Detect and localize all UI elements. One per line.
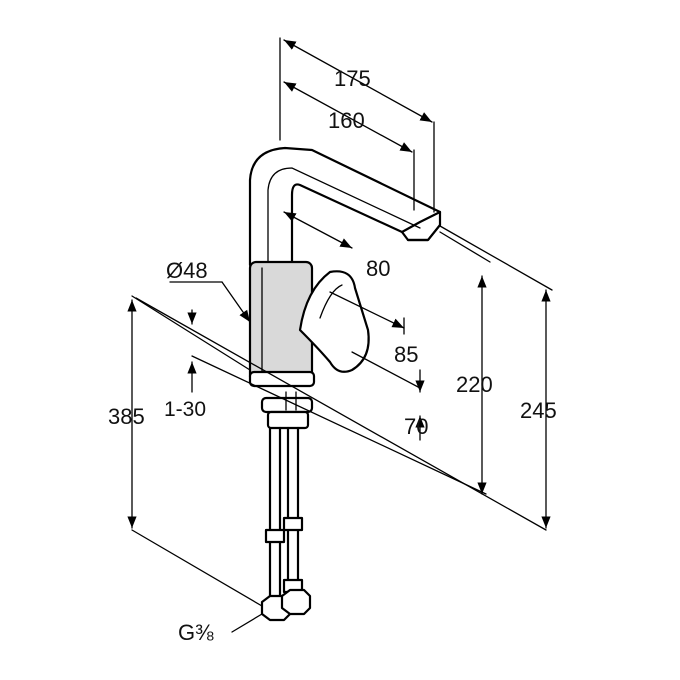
label-70: 70 bbox=[404, 414, 428, 439]
label-245: 245 bbox=[520, 398, 557, 423]
spout-tip bbox=[400, 210, 442, 242]
dim-80 bbox=[283, 211, 353, 249]
mounting-plate bbox=[266, 410, 310, 430]
ext-245-top bbox=[439, 225, 553, 291]
label-diameter-48: Ø48 bbox=[166, 258, 208, 283]
base-ring bbox=[248, 370, 316, 388]
countertop-bottom-line bbox=[191, 355, 487, 495]
label-175: 175 bbox=[334, 66, 371, 91]
label-160: 160 bbox=[328, 108, 365, 133]
ext-385-top bbox=[131, 295, 251, 371]
lever-detail bbox=[319, 284, 343, 319]
leader-thread bbox=[231, 613, 263, 633]
hose-left-ferrule bbox=[264, 528, 286, 544]
leader-48 bbox=[221, 281, 251, 323]
label-thread: G⅜ bbox=[178, 620, 214, 645]
faucet-body bbox=[248, 146, 442, 622]
spout bbox=[248, 146, 442, 270]
label-85: 85 bbox=[394, 342, 418, 367]
nut-right bbox=[280, 588, 312, 616]
dim-85 bbox=[329, 291, 405, 329]
dimension-lines bbox=[127, 37, 553, 633]
ext-220-top bbox=[439, 231, 491, 263]
label-220: 220 bbox=[456, 372, 493, 397]
hose-left bbox=[268, 426, 282, 602]
label-80: 80 bbox=[366, 256, 390, 281]
ext-385-bottom bbox=[131, 529, 263, 607]
dimension-labels: 175 160 Ø48 80 85 220 245 385 1-30 70 G⅜ bbox=[108, 66, 557, 645]
dim-160 bbox=[283, 81, 413, 153]
spout-highlight bbox=[267, 167, 421, 269]
ext-70 bbox=[351, 351, 421, 389]
lever-handle bbox=[298, 270, 370, 373]
countertop-top-line bbox=[135, 297, 547, 531]
mounting-stud bbox=[285, 391, 297, 411]
label-1-30: 1-30 bbox=[164, 398, 206, 421]
label-385: 385 bbox=[108, 404, 145, 429]
hose-right bbox=[286, 426, 300, 594]
hose-right-ferrule bbox=[282, 516, 304, 532]
